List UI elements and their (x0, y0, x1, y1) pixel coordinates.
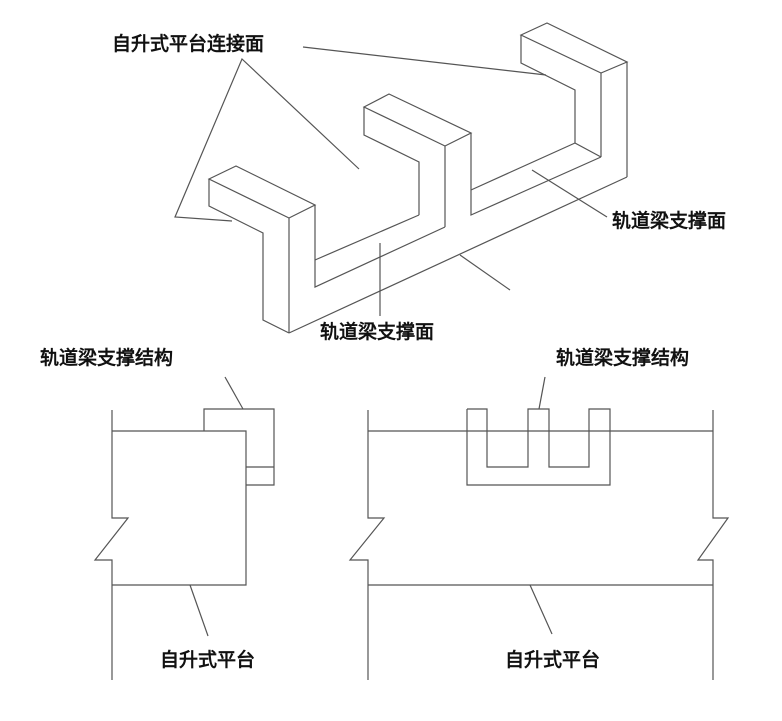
isometric-support-structure (207, 22, 629, 334)
label-rail-beam-support-structure-right: 轨道梁支撑结构 (556, 347, 690, 369)
label-jackup-platform-right: 自升式平台 (505, 649, 601, 671)
leader-lines-top (174, 46, 608, 316)
label-rail-beam-support-face-bottom: 轨道梁支撑面 (320, 321, 435, 343)
front-section-view (348, 376, 730, 680)
label-jackup-platform-left: 自升式平台 (160, 649, 256, 671)
label-rail-beam-support-structure-left: 轨道梁支撑结构 (40, 347, 174, 369)
label-rail-beam-support-face-right: 轨道梁支撑面 (612, 210, 727, 232)
label-platform-connection-face: 自升式平台连接面 (112, 33, 265, 55)
side-section-view (93, 376, 275, 680)
